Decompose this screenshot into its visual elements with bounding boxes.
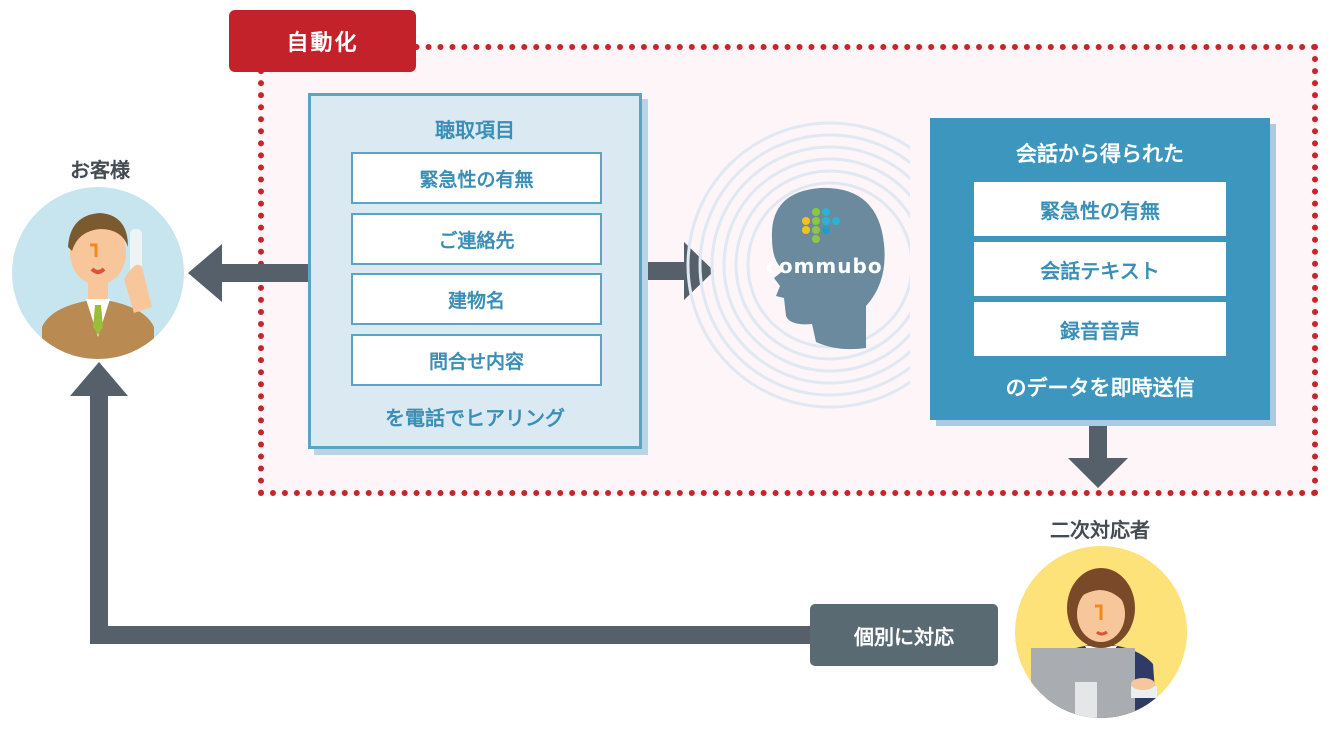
customer-label: お客様 — [70, 158, 130, 182]
result-item-audio: 録音音声 — [974, 302, 1226, 356]
automation-tag: 自動化 — [229, 10, 416, 72]
individual-response-button[interactable]: 個別に対応 — [810, 604, 998, 666]
hearing-item-building: 建物名 — [351, 273, 602, 325]
result-footer: のデータを即時送信 — [1005, 376, 1195, 400]
arrow-to-secondary — [1068, 420, 1128, 488]
hearing-footer: を電話でヒアリング — [385, 406, 565, 430]
commubo-logo-dots — [802, 208, 840, 243]
return-path — [90, 392, 812, 644]
hearing-item-urgency: 緊急性の有無 — [351, 152, 602, 204]
hearing-item-contact: ご連絡先 — [351, 213, 602, 265]
hearing-title: 聴取項目 — [435, 118, 515, 142]
arrow-up-to-customer — [70, 362, 128, 396]
hearing-item-inquiry: 問合せ内容 — [351, 334, 602, 386]
customer-avatar — [12, 187, 184, 359]
commubo-robot — [686, 121, 910, 409]
commubo-logo: commubo — [766, 254, 883, 278]
secondary-avatar — [1015, 546, 1187, 718]
result-panel: 会話から得られた 緊急性の有無 会話テキスト 録音音声 のデータを即時送信 — [930, 118, 1270, 420]
result-item-urgency: 緊急性の有無 — [974, 182, 1226, 236]
secondary-label: 二次対応者 — [1050, 518, 1150, 542]
hearing-panel: 聴取項目 緊急性の有無 ご連絡先 建物名 問合せ内容 を電話でヒアリング — [308, 93, 642, 449]
arrow-to-customer — [188, 244, 308, 302]
result-item-text: 会話テキスト — [974, 242, 1226, 296]
result-title: 会話から得られた — [1016, 142, 1184, 166]
